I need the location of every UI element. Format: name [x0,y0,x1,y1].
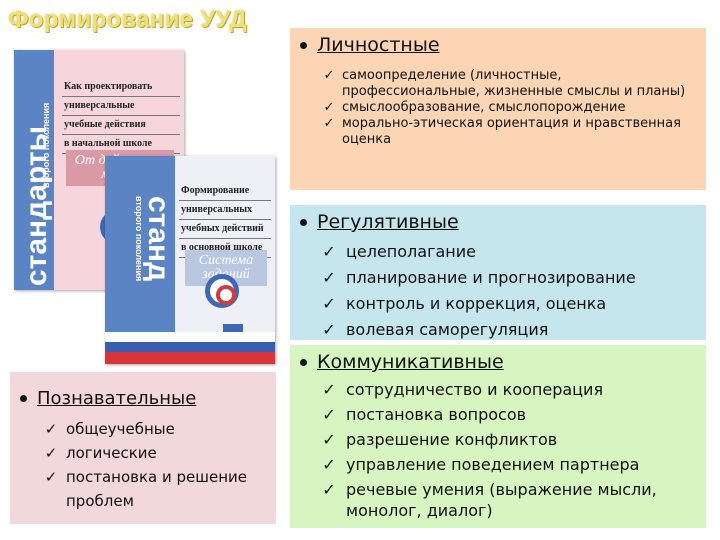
book-title: Как проектировать универсальные учебные … [62,78,180,154]
list-item: ✓сотрудничество и кооперация [322,377,698,402]
list-item: ✓волевая саморегуляция [322,317,698,343]
list-item: ✓планирование и прогнозирование [322,265,698,291]
bullet-icon [300,41,307,49]
flag-stripe-blue [105,342,275,352]
book-spine [14,50,54,290]
check-icon: ✓ [322,455,336,474]
check-icon: ✓ [322,380,336,399]
bullet-icon [300,358,307,366]
bullet-icon [20,395,27,402]
check-icon: ✓ [322,320,336,339]
book-spine [105,156,175,364]
check-icon: ✓ [44,444,58,462]
check-icon: ✓ [322,294,336,313]
book-series-label: второго поколения [134,196,144,282]
check-icon: ✓ [44,420,58,438]
book-series-label: второго поколения [41,102,51,188]
check-icon: ✓ [322,430,336,449]
list-item: ✓смыслообразование, смыслопорождение [323,100,626,115]
communicative-uud-box: Коммуникативные ✓сотрудничество и коопер… [290,345,706,528]
check-icon: ✓ [322,242,336,261]
list-item: ✓самоопределение (личностные, профессион… [323,68,686,99]
communicative-uud-heading: Коммуникативные [298,351,698,373]
cognitive-uud-heading: Познавательные [18,388,268,409]
publisher-logo-icon [205,274,239,308]
personal-uud-heading: Личностные [298,34,698,56]
list-item: ✓общеучебные [44,417,268,441]
list-item: ✓управление поведением партнера [322,452,698,477]
check-icon: ✓ [323,68,335,83]
list-item: ✓речевые умения (выражение мысли, моноло… [322,477,698,521]
check-icon: ✓ [323,100,335,115]
check-icon: ✓ [323,116,335,131]
list-item: ✓целеполагание [322,239,698,265]
regulatory-uud-list: ✓целеполагание ✓планирование и прогнозир… [322,239,698,343]
list-item: ✓разрешение конфликтов [322,427,698,452]
book-spine-title: станд [142,196,175,282]
list-item: ✓контроль и коррекция, оценка [322,291,698,317]
cognitive-uud-list: ✓общеучебные ✓логические ✓постановка и р… [44,417,268,513]
regulatory-uud-box: Регулятивные ✓целеполагание ✓планировани… [290,205,706,340]
check-icon: ✓ [322,480,336,499]
bullet-icon [300,218,307,226]
list-item: ✓морально-этическая ориентация и нравств… [323,116,681,147]
flag-stripe-red [105,352,275,364]
personal-uud-list: ✓самоопределение (личностные, профессион… [322,68,698,148]
publisher-mark-icon [223,324,243,332]
check-icon: ✓ [322,405,336,424]
list-item: ✓постановка вопросов [322,402,698,427]
check-icon: ✓ [322,268,336,287]
list-item: ✓постановка и решение проблем [44,465,268,513]
check-icon: ✓ [44,468,58,486]
book-cover-secondary-school: станд второго поколения Формирование уни… [105,156,275,364]
regulatory-uud-heading: Регулятивные [298,211,698,233]
page-title: Формирование УУД [8,6,247,33]
flag-stripe-white [105,332,275,342]
list-item: ✓логические [44,441,268,465]
communicative-uud-list: ✓сотрудничество и кооперация ✓постановка… [322,377,698,521]
personal-uud-box: Личностные ✓самоопределение (личностные,… [290,28,706,190]
cognitive-uud-box: Познавательные ✓общеучебные ✓логические … [10,372,276,524]
book-title: Формирование универсальных учебных дейст… [179,182,271,258]
